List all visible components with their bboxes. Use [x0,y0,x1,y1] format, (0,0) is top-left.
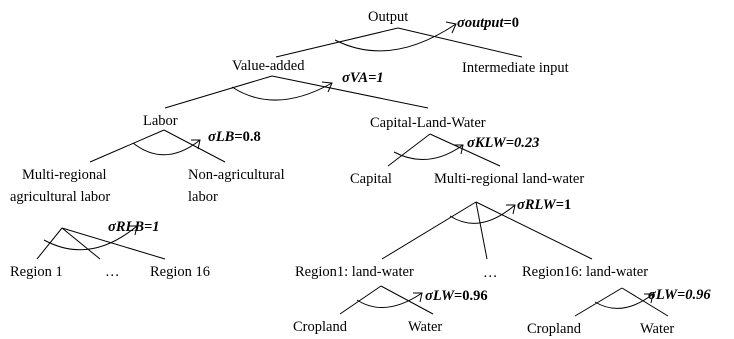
sigma-rlb-label: σRLB=1 [108,219,160,235]
node-multi-regional-ag-labor-line1: Multi-regional [22,167,107,183]
arrowhead-lw-left [413,292,423,303]
node-labor: Labor [143,113,178,129]
node-ellipsis-land: … [483,265,498,281]
sigma-va-label: σVA=1 [342,70,384,86]
node-region1-land-water: Region1: land-water [295,264,414,280]
node-capital-land-water: Capital-Land-Water [370,115,486,131]
sigma-output-value: =0 [504,15,520,31]
elasticity-arcs [43,21,654,309]
sigma-klw-label: σKLW=0.23 [467,135,539,151]
node-value-added: Value-added [232,58,305,74]
node-output: Output [368,9,408,25]
branch-va-labor [164,75,273,109]
arrowhead-rlw [506,204,516,215]
sigma-lw-left-value: =0.96 [454,288,488,304]
branch-r1-cropland [339,285,382,315]
branch-va-klw [271,75,429,109]
elasticity-labels: σoutput=0 σVA=1 σLB=0.8 σKLW=0.23 σRLB=1… [108,15,711,304]
sigma-lb-value: =0.8 [234,129,260,145]
arc-klw [393,144,464,161]
sigma-lb-symbol: σLB [208,129,235,145]
arrowhead-lw-right [644,293,654,304]
sigma-lw-right-symbol: σLW=0.96 [648,287,711,303]
branch-lw-dots [475,201,488,260]
node-cropland-right: Cropland [527,321,582,337]
node-multi-regional-ag-labor-line2: agricultural labor [10,189,110,205]
branch-ag-dots [61,227,101,260]
node-capital: Capital [350,171,392,187]
branch-r16-water [621,287,669,317]
sigma-output-label: σoutput=0 [457,15,519,31]
sigma-lb-label: σLB=0.8 [208,129,261,145]
sigma-lw-right-label: σLW=0.96 [648,287,711,303]
node-multi-regional-land-water: Multi-regional land-water [434,171,584,187]
arc-va [231,82,333,101]
node-region-1: Region 1 [10,264,63,280]
sigma-rlw-symbol: σRLW [517,197,557,213]
sigma-lw-left-label: σLW=0.96 [425,288,488,304]
sigma-output-symbol: σoutput [457,15,504,31]
branch-r1-water [380,285,434,315]
node-water-left: Water [408,319,442,335]
node-labels: Output Value-added Intermediate input La… [10,9,674,337]
branch-labor-nonag [163,129,226,163]
arrowhead-klw [454,144,464,155]
branch-ag-region1 [36,227,63,260]
sigma-lw-left-symbol: σLW [425,288,455,304]
branch-lw-region1 [381,201,477,260]
node-non-ag-labor-line2: labor [188,189,218,205]
arrowhead-va [321,81,333,93]
arc-lb [132,139,201,156]
node-region16-land-water: Region16: land-water [522,264,648,280]
node-water-right: Water [640,321,674,337]
node-cropland-left: Cropland [293,319,348,335]
branch-klw-landwater [429,133,501,167]
branch-lines [36,27,669,317]
arc-lw-left [356,292,423,309]
sigma-rlw-label: σRLW=1 [517,197,571,213]
arc-rlb [43,225,138,251]
node-region-16: Region 16 [150,264,210,280]
arc-output [334,23,457,52]
sigma-rlw-value: =1 [556,197,572,213]
branch-output-value-added [275,27,399,58]
branch-lw-region16 [475,201,593,260]
arrowhead-output [445,21,457,34]
sigma-rlb-symbol: σRLB=1 [108,219,160,235]
branch-r16-cropland [574,287,623,317]
arrowhead-lb [191,139,201,150]
node-non-ag-labor-line1: Non-agricultural [188,167,285,183]
arc-lw-right [594,293,654,309]
node-ellipsis-labor: … [105,264,120,280]
node-intermediate-input: Intermediate input [462,60,569,76]
branch-output-intermediate [397,27,523,58]
branch-klw-capital [387,133,431,167]
arc-rlw [449,204,516,224]
branch-labor-ag [89,129,165,163]
branch-ag-region16 [61,227,166,260]
arrowhead-rlb [128,225,138,236]
sigma-klw-symbol: σKLW=0.23 [467,135,539,151]
sigma-va-symbol: σVA=1 [342,70,384,86]
